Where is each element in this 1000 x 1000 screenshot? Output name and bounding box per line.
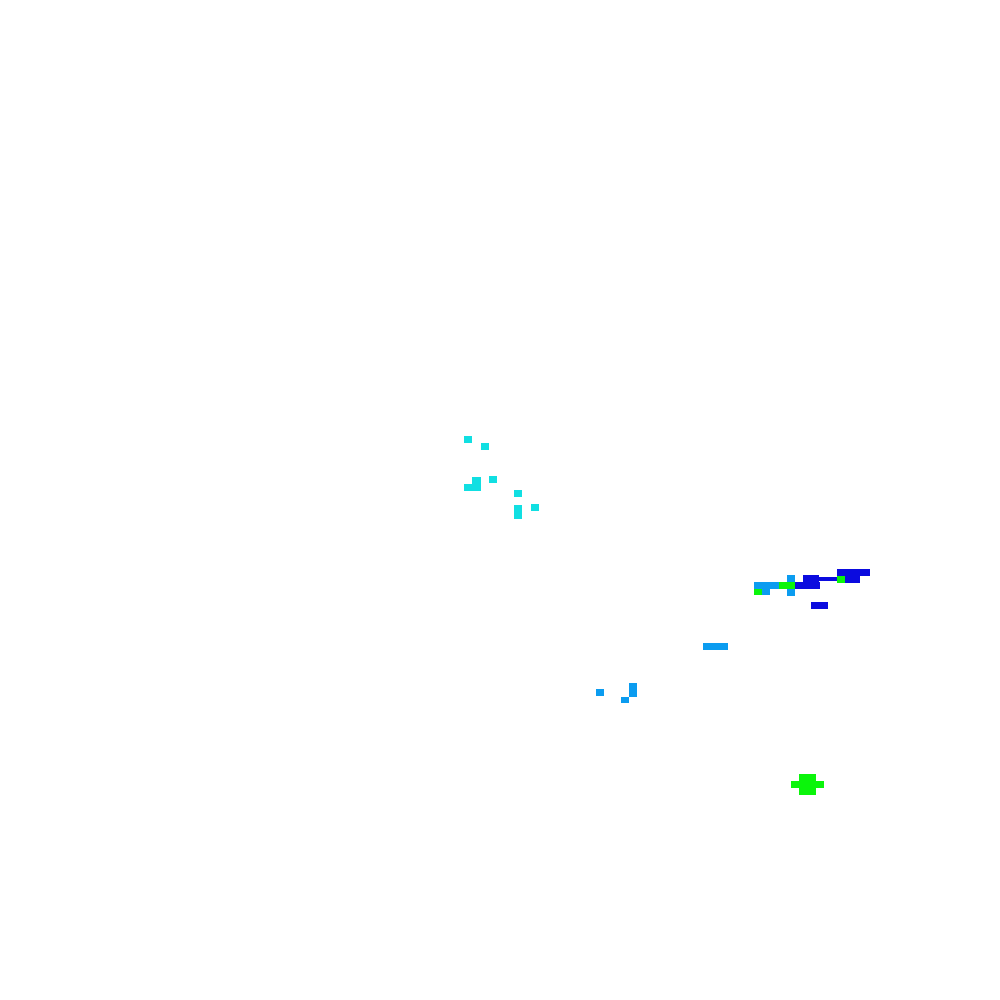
- sky-streak-cluster-pixel-block: [703, 643, 728, 650]
- sky-streak-cluster-pixel-block: [787, 575, 795, 582]
- blue-streak-cluster-pixel-block: [795, 582, 820, 589]
- blue-streak-cluster-pixel-block: [837, 569, 870, 576]
- green-accent-cluster-pixel-block: [799, 774, 816, 781]
- green-accent-cluster-pixel-block: [791, 781, 824, 788]
- cyan-cluster: [464, 436, 539, 519]
- sky-streak-cluster-pixel-block: [787, 589, 795, 596]
- green-accent-cluster-pixel-block: [779, 582, 795, 589]
- blue-streak-cluster: [795, 569, 870, 609]
- blue-streak-cluster-pixel-block: [845, 576, 860, 583]
- cyan-cluster-pixel-block: [531, 504, 539, 511]
- blue-streak-cluster-pixel-block: [811, 602, 828, 609]
- blue-streak-cluster-pixel-block: [819, 577, 837, 581]
- green-accent-cluster-pixel-block: [837, 576, 845, 583]
- cyan-cluster-pixel-block: [472, 477, 481, 484]
- cyan-cluster-pixel-block: [514, 505, 522, 519]
- sky-streak-cluster-pixel-block: [596, 689, 604, 696]
- green-accent-cluster-pixel-block: [754, 589, 762, 595]
- pixel-clusters-layer: [464, 436, 870, 795]
- sky-streak-cluster-pixel-block: [629, 683, 637, 697]
- cyan-cluster-pixel-block: [514, 490, 522, 497]
- sky-streak-cluster-pixel-block: [754, 582, 779, 589]
- green-accent-cluster-pixel-block: [799, 788, 816, 795]
- sky-streak-cluster-pixel-block: [621, 697, 629, 703]
- cyan-cluster-pixel-block: [489, 476, 497, 483]
- cyan-cluster-pixel-block: [464, 484, 481, 491]
- cyan-cluster-pixel-block: [464, 436, 472, 443]
- green-accent-cluster: [754, 576, 845, 795]
- cyan-cluster-pixel-block: [481, 443, 489, 450]
- sky-streak-cluster: [596, 575, 795, 703]
- blue-streak-cluster-pixel-block: [803, 575, 819, 582]
- sky-streak-cluster-pixel-block: [762, 589, 770, 595]
